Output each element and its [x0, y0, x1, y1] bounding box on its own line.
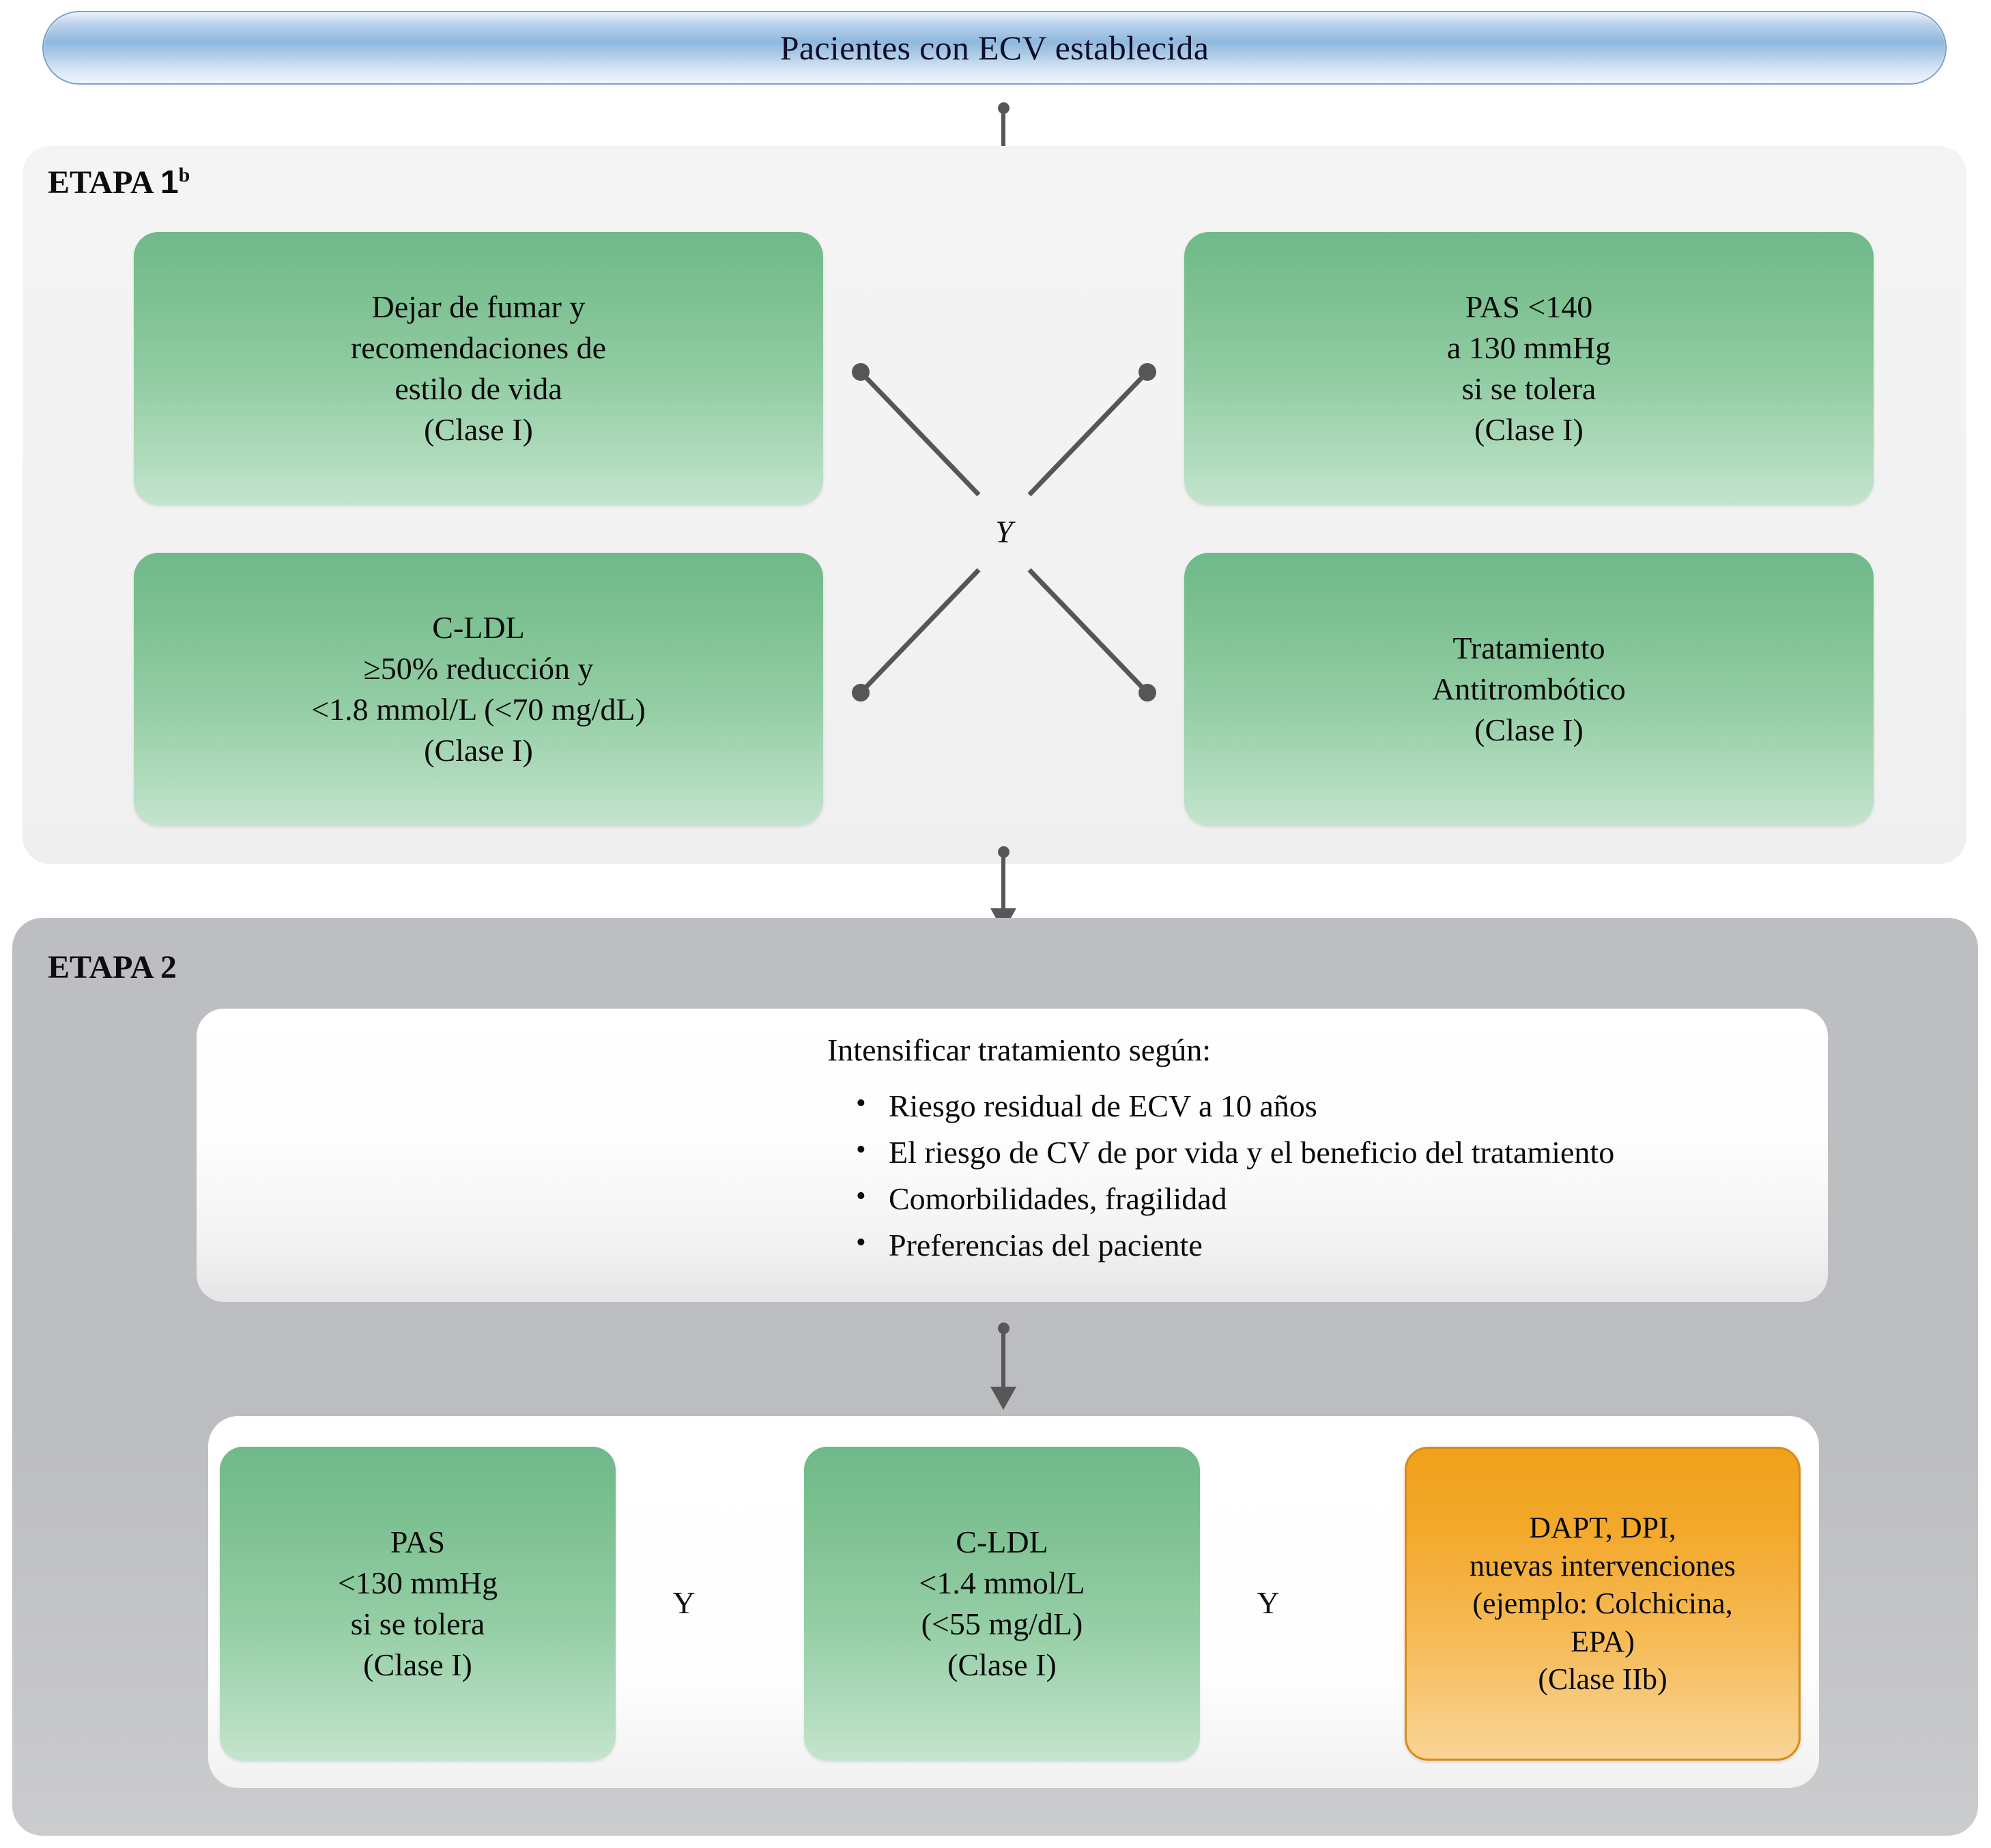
- line: si se tolera: [350, 1606, 485, 1641]
- line: PAS: [390, 1525, 446, 1560]
- line: (Clase I): [363, 1647, 472, 1682]
- stage1-label-prefix: ETAPA: [48, 164, 160, 201]
- line: nuevas intervenciones: [1470, 1548, 1736, 1583]
- separator-label-y-1: Y: [672, 1585, 696, 1620]
- line: recomendaciones de: [350, 330, 607, 366]
- line: C-LDL: [432, 610, 525, 646]
- line: (Clase I): [947, 1647, 1057, 1682]
- box-dapt-new-interventions[interactable]: DAPT, DPI, nuevas intervenciones (ejempl…: [1405, 1447, 1801, 1761]
- connector-label-y: Y: [995, 514, 1013, 549]
- box-dapt-new-interventions-text: DAPT, DPI, nuevas intervenciones (ejempl…: [1470, 1509, 1736, 1698]
- line: <130 mmHg: [337, 1565, 498, 1601]
- list-item: Preferencias del paciente: [852, 1222, 1828, 1269]
- intensify-title: Intensificar tratamiento según:: [827, 1033, 1212, 1067]
- intensify-bullet-list: Riesgo residual de ECV a 10 años El ries…: [852, 1082, 1828, 1269]
- line: ≥50% reducción y: [363, 651, 594, 687]
- line: (Clase I): [1474, 412, 1584, 447]
- line: si se tolera: [1461, 371, 1596, 406]
- list-item: Comorbilidades, fragilidad: [852, 1175, 1828, 1222]
- line: Antitrombótico: [1432, 672, 1626, 707]
- arrow-intensify-to-targets: [990, 1323, 1017, 1410]
- box-ldl-cholesterol-text: C-LDL ≥50% reducción y <1.8 mmol/L (<70 …: [311, 607, 646, 770]
- box-antithrombotic[interactable]: Tratamiento Antitrombótico (Clase I): [1184, 553, 1874, 826]
- line: <1.4 mmol/L: [919, 1565, 1085, 1601]
- line: (Clase I): [424, 412, 533, 447]
- line: C-LDL: [956, 1525, 1048, 1560]
- separator-label-y-2: Y: [1257, 1585, 1280, 1620]
- box-ldl-intensive[interactable]: C-LDL <1.4 mmol/L (<55 mg/dL) (Clase I): [804, 1447, 1200, 1761]
- arrow-shaft: [1001, 1333, 1005, 1387]
- line: (Clase I): [1474, 712, 1584, 747]
- box-systolic-bp-text: PAS <140 a 130 mmHg si se tolera (Clase …: [1447, 287, 1611, 450]
- top-banner: Pacientes con ECV establecida: [42, 11, 1947, 85]
- box-antithrombotic-text: Tratamiento Antitrombótico (Clase I): [1432, 628, 1626, 750]
- arrow-head: [990, 1387, 1016, 1410]
- line: estilo de vida: [395, 371, 562, 406]
- stage1-label-superscript: b: [178, 164, 190, 186]
- line: EPA): [1571, 1624, 1635, 1658]
- list-item: El riesgo de CV de por vida y el benefic…: [852, 1129, 1828, 1176]
- box-smoking-lifestyle-text: Dejar de fumar y recomendaciones de esti…: [351, 287, 606, 450]
- line: a 130 mmHg: [1446, 330, 1612, 366]
- line: DAPT, DPI,: [1529, 1511, 1676, 1545]
- line: (Clase I): [424, 732, 533, 768]
- banner-title: Pacientes con ECV establecida: [779, 29, 1209, 67]
- box-systolic-bp-intensive-text: PAS <130 mmHg si se tolera (Clase I): [338, 1522, 498, 1685]
- arrow-shaft: [1001, 856, 1005, 909]
- line: Tratamiento: [1452, 631, 1605, 666]
- line: PAS <140: [1465, 289, 1593, 325]
- arrow-dot: [997, 102, 1009, 114]
- arrow-dot: [997, 1323, 1009, 1334]
- line: (ejemplo: Colchicina,: [1472, 1587, 1733, 1621]
- arrow-shaft: [1001, 113, 1005, 155]
- stage2-label: ETAPA 2: [48, 949, 177, 985]
- box-ldl-intensive-text: C-LDL <1.4 mmol/L (<55 mg/dL) (Clase I): [919, 1522, 1085, 1685]
- intensify-treatment-box: Intensificar tratamiento según: Riesgo r…: [197, 1009, 1828, 1302]
- stage1-label: ETAPA 1b: [48, 164, 190, 201]
- line: <1.8 mmol/L (<70 mg/dL): [311, 692, 646, 727]
- box-ldl-cholesterol[interactable]: C-LDL ≥50% reducción y <1.8 mmol/L (<70 …: [134, 553, 823, 826]
- box-systolic-bp-intensive[interactable]: PAS <130 mmHg si se tolera (Clase I): [220, 1447, 616, 1761]
- box-systolic-bp[interactable]: PAS <140 a 130 mmHg si se tolera (Clase …: [1184, 232, 1874, 505]
- stage1-and-connector: Y: [823, 341, 1185, 723]
- box-smoking-lifestyle[interactable]: Dejar de fumar y recomendaciones de esti…: [134, 232, 823, 505]
- list-item: Riesgo residual de ECV a 10 años: [852, 1082, 1828, 1129]
- arrow-dot: [997, 846, 1009, 858]
- line: (Clase IIb): [1538, 1662, 1667, 1697]
- stage1-label-number: 1: [160, 164, 179, 201]
- line: Dejar de fumar y: [371, 289, 586, 325]
- line: (<55 mg/dL): [921, 1606, 1083, 1641]
